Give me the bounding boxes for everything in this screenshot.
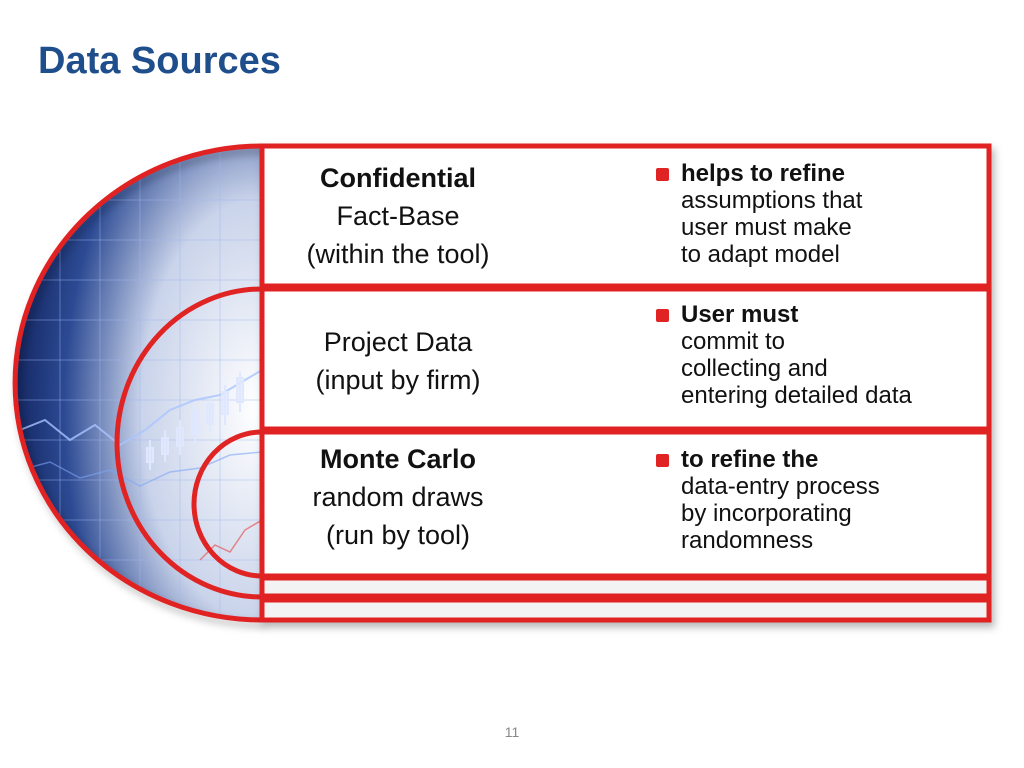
row-title-monte-carlo: Monte Carlo random draws (run by tool): [278, 440, 518, 554]
row-title-project-data: Project Data (input by firm): [278, 323, 518, 399]
bullet-line: assumptions that: [681, 187, 863, 214]
bullet-line: entering detailed data: [681, 382, 912, 409]
bullet-head: helps to refine: [681, 160, 846, 187]
spacer-bar-2: [259, 597, 992, 623]
middle-arc: [114, 286, 263, 600]
row-title-line: Fact-Base: [336, 201, 460, 231]
row-title-line: random draws: [312, 482, 484, 512]
bullet-line: user must make: [681, 214, 852, 241]
bullet-line: commit to: [681, 328, 786, 355]
bullet-square-icon: [656, 454, 669, 467]
row-box-project-data: [259, 286, 992, 432]
row-title-line: (input by firm): [315, 365, 481, 395]
row-title-line: Project Data: [323, 327, 473, 357]
row-title-line: (run by tool): [325, 520, 471, 550]
row-box-monte-carlo: [259, 429, 992, 579]
inner-arc: [191, 429, 263, 579]
bullet-square-icon: [656, 168, 669, 181]
outer-arc: [12, 143, 263, 623]
bullet-line: to adapt model: [681, 241, 840, 268]
bullet-line: collecting and: [681, 355, 828, 382]
bullet-head: to refine the: [681, 446, 819, 473]
page-number: 11: [504, 724, 520, 740]
stock-chart-image: [15, 146, 262, 620]
row-title-confidential: Confidential Fact-Base (within the tool): [278, 159, 518, 273]
spacer-bar-1: [259, 575, 992, 599]
bullet-line: randomness: [681, 527, 814, 554]
bullet-square-icon: [656, 309, 669, 322]
bullet-line: data-entry process: [681, 473, 880, 500]
row-box-confidential: [259, 143, 992, 289]
bullet-head: User must: [681, 301, 799, 328]
bullet-line: by incorporating: [681, 500, 852, 527]
row-title-line: Confidential: [320, 163, 476, 193]
row-title-line: (within the tool): [306, 239, 490, 269]
slide-title: Data Sources: [38, 40, 281, 82]
row-title-line: Monte Carlo: [319, 444, 476, 474]
